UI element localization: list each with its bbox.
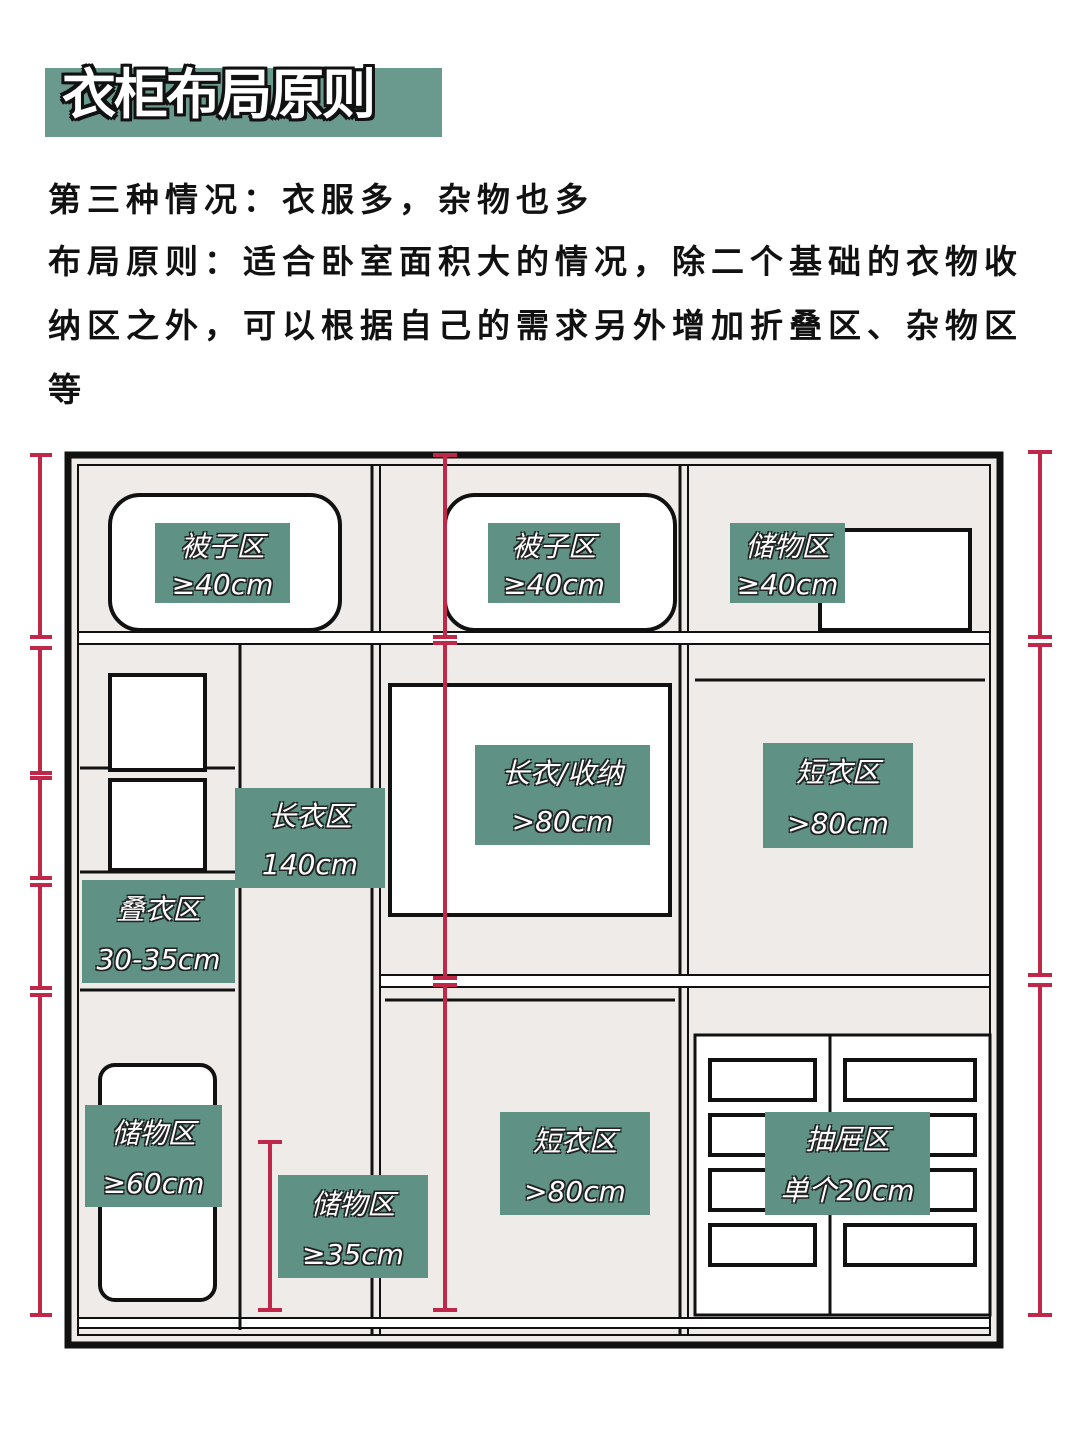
title-banner — [45, 68, 442, 137]
zone-label-short-coat-upper: 短衣区>80cm — [763, 743, 913, 848]
zone-label-short-coat-lower: 短衣区>80cm — [500, 1112, 650, 1215]
zone-label-drawer: 抽屉区单个20cm — [765, 1112, 930, 1215]
zone-label-storage-bottom-mid: 储物区≥35cm — [278, 1175, 428, 1278]
page-title: 衣柜布局原则 — [62, 63, 376, 126]
measurement-lines — [30, 450, 1052, 1317]
principle-text: 布局原则：适合卧室面积大的情况，除二个基础的衣物收纳区之外，可以根据自己的需求另… — [48, 242, 1023, 409]
zone-label-quilt-2: 被子区≥40cm — [488, 523, 620, 603]
zone-label-storage-top: 储物区≥40cm — [730, 523, 845, 603]
zone-label-long-coat-storage: 长衣/收纳>80cm — [475, 745, 650, 845]
zone-label-quilt-1: 被子区≥40cm — [155, 523, 290, 603]
zone-label-storage-bottom-left: 储物区≥60cm — [85, 1105, 222, 1207]
case-text: 第三种情况：衣服多，杂物也多 — [48, 180, 594, 219]
